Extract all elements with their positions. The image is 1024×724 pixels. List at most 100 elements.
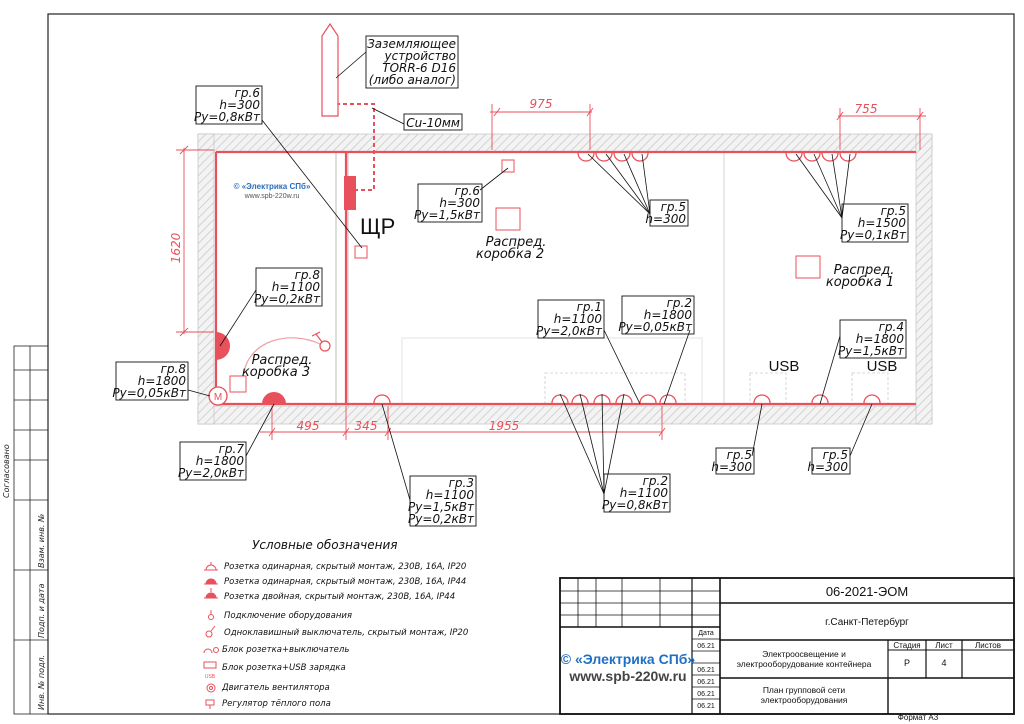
callout-gr5a-2: h=300 xyxy=(645,212,686,226)
callout-gr8b-3: Ру=0,05кВт xyxy=(112,386,187,400)
callout-cu: Cu-10мм xyxy=(406,116,460,130)
callout-gr8b-1: гр.8 xyxy=(161,362,187,376)
callout-gr4-1: гр.4 xyxy=(879,320,904,334)
panel-label: ЩР xyxy=(360,214,395,239)
dimensions xyxy=(176,104,926,440)
tb-sheet-value: 4 xyxy=(941,658,946,668)
tb-city: г.Санкт-Петербург xyxy=(825,616,909,628)
box2-label-1: Распред. xyxy=(486,235,547,250)
sockets-top-room1 xyxy=(785,152,857,162)
box2-label-2: коробка 2 xyxy=(476,247,544,262)
callout-gr5a-1: гр.5 xyxy=(661,200,686,214)
box3-label-2: коробка 3 xyxy=(242,365,310,380)
tb-stage-value: Р xyxy=(904,658,910,668)
leader-lines xyxy=(187,51,873,501)
junction-box-3 xyxy=(229,375,247,393)
callout-gr1-1: гр.1 xyxy=(577,300,602,314)
watermark-small-url: www.spb-220w.ru xyxy=(244,193,300,200)
stamp-sign-date: Подп. и дата xyxy=(37,583,46,638)
box1-label-2: коробка 1 xyxy=(826,275,894,290)
callout-gr8b-2: h=1800 xyxy=(138,374,187,388)
callout-gr4-3: Ру=1,5кВт xyxy=(838,344,905,358)
callout-gr3-1: гр.3 xyxy=(449,476,474,490)
grounding-device xyxy=(321,22,339,117)
dim-755: 755 xyxy=(855,102,878,116)
tb-sheets-header: Листов xyxy=(975,641,1001,650)
title-block-grid xyxy=(559,577,1015,715)
panel-small-box xyxy=(354,245,368,259)
callout-gr6a-3: Ру=0,8кВт xyxy=(194,110,261,124)
tb-date-5: 06.21 xyxy=(697,703,715,710)
callout-gr5c-1: гр.5 xyxy=(727,448,752,462)
watermark-big-title: © «Электрика СПб» xyxy=(561,651,696,667)
callout-gr2a-1: гр.2 xyxy=(667,296,692,310)
callout-grounding-3: TORR-6 D16 xyxy=(382,61,456,75)
usb-label-2: USB xyxy=(867,358,898,375)
callout-gr2a-3: Ру=0,05кВт xyxy=(618,320,693,334)
callout-gr8a-2: h=1100 xyxy=(272,280,321,294)
dim-345: 345 xyxy=(355,419,378,433)
tb-code: 06-2021-ЭОМ xyxy=(826,584,908,599)
callout-gr6b-1: гр.6 xyxy=(455,184,481,198)
wiring xyxy=(214,103,916,406)
stamp-inv-orig: Инв. № подл. xyxy=(37,655,46,710)
legend-title: Условные обозначения xyxy=(252,538,398,552)
stamp-replace-inv: Взам. инв. № xyxy=(37,514,46,568)
callout-gr2a-2: h=1800 xyxy=(644,308,693,322)
callout-gr2b-2: h=1100 xyxy=(620,486,669,500)
callout-gr2b-1: гр.2 xyxy=(643,474,668,488)
callout-gr5d-1: гр.5 xyxy=(823,448,848,462)
switch-symbol xyxy=(319,340,331,352)
equipment-connection xyxy=(501,159,515,173)
tb-stage-header: Стадия xyxy=(893,641,920,650)
tb-date-2: 06.21 xyxy=(697,667,715,674)
callout-gr7-2: h=1800 xyxy=(196,454,245,468)
callout-gr6b-3: Ру=1,5кВт xyxy=(414,208,481,222)
tb-date-header: Дата xyxy=(698,630,714,637)
legend-item-8: Двигатель вентилятора xyxy=(221,683,330,693)
side-stamp xyxy=(13,345,49,715)
callout-gr6b-2: h=300 xyxy=(439,196,480,210)
legend-item-6: Блок розетка+выключатель xyxy=(222,645,349,655)
callout-gr7-1: гр.7 xyxy=(219,442,245,456)
callout-gr1-3: Ру=2,0кВт xyxy=(536,324,603,338)
callout-gr3-4: Ру=0,2кВт xyxy=(408,512,475,526)
legend-item-1: Розетка одинарная, скрытый монтаж, 230В,… xyxy=(224,562,466,572)
callout-gr6a-2: h=300 xyxy=(219,98,260,112)
legend-item-3: Розетка двойная, скрытый монтаж, 230В, 1… xyxy=(224,592,455,602)
tb-sheet-title-2: электрооборудования xyxy=(761,695,848,705)
dim-975: 975 xyxy=(530,97,553,111)
socket-ip44-gr7 xyxy=(262,392,286,404)
legend-item-9: Регулятор тёплого пола xyxy=(222,699,331,709)
callout-gr3-2: h=1100 xyxy=(426,488,475,502)
legend-usb-tag: USB xyxy=(205,674,216,680)
callout-gr7-3: Ру=2,0кВт xyxy=(178,466,245,480)
callout-gr8a-3: Ру=0,2кВт xyxy=(254,292,321,306)
container-walls xyxy=(197,133,933,425)
callout-gr5b-3: Ру=0,1кВт xyxy=(840,228,907,242)
tb-sheet-header: Лист xyxy=(935,641,953,650)
box1-label-1: Распред. xyxy=(834,263,895,278)
tb-project-1: Электроосвещение и xyxy=(762,649,846,659)
watermark-big-url: www.spb-220w.ru xyxy=(568,668,686,684)
dim-495: 495 xyxy=(297,419,320,433)
sockets-top-room2 xyxy=(577,152,649,162)
panel-shchr-symbol xyxy=(344,176,356,210)
dim-1620: 1620 xyxy=(169,232,183,263)
callout-gr6a-1: гр.6 xyxy=(235,86,261,100)
motor-letter: M xyxy=(214,392,222,403)
callout-grounding-1: Заземляющее xyxy=(367,37,456,51)
callout-gr5c-2: h=300 xyxy=(711,460,752,474)
callout-grounding-2: устройство xyxy=(384,49,456,63)
stamp-agreed: Согласовано xyxy=(2,444,11,498)
legend-item-2: Розетка одинарная, скрытый монтаж, 230В,… xyxy=(224,577,466,587)
callout-gr5b-1: гр.5 xyxy=(881,204,906,218)
tb-project-2: электрооборудование контейнера xyxy=(737,659,872,669)
sockets-bottom xyxy=(373,394,881,404)
junction-box-2 xyxy=(495,207,521,231)
tb-date-4: 06.21 xyxy=(697,691,715,698)
tb-sheet-title-1: План групповой сети xyxy=(763,685,846,695)
callout-gr2b-3: Ру=0,8кВт xyxy=(602,498,669,512)
legend-symbols xyxy=(203,562,219,709)
